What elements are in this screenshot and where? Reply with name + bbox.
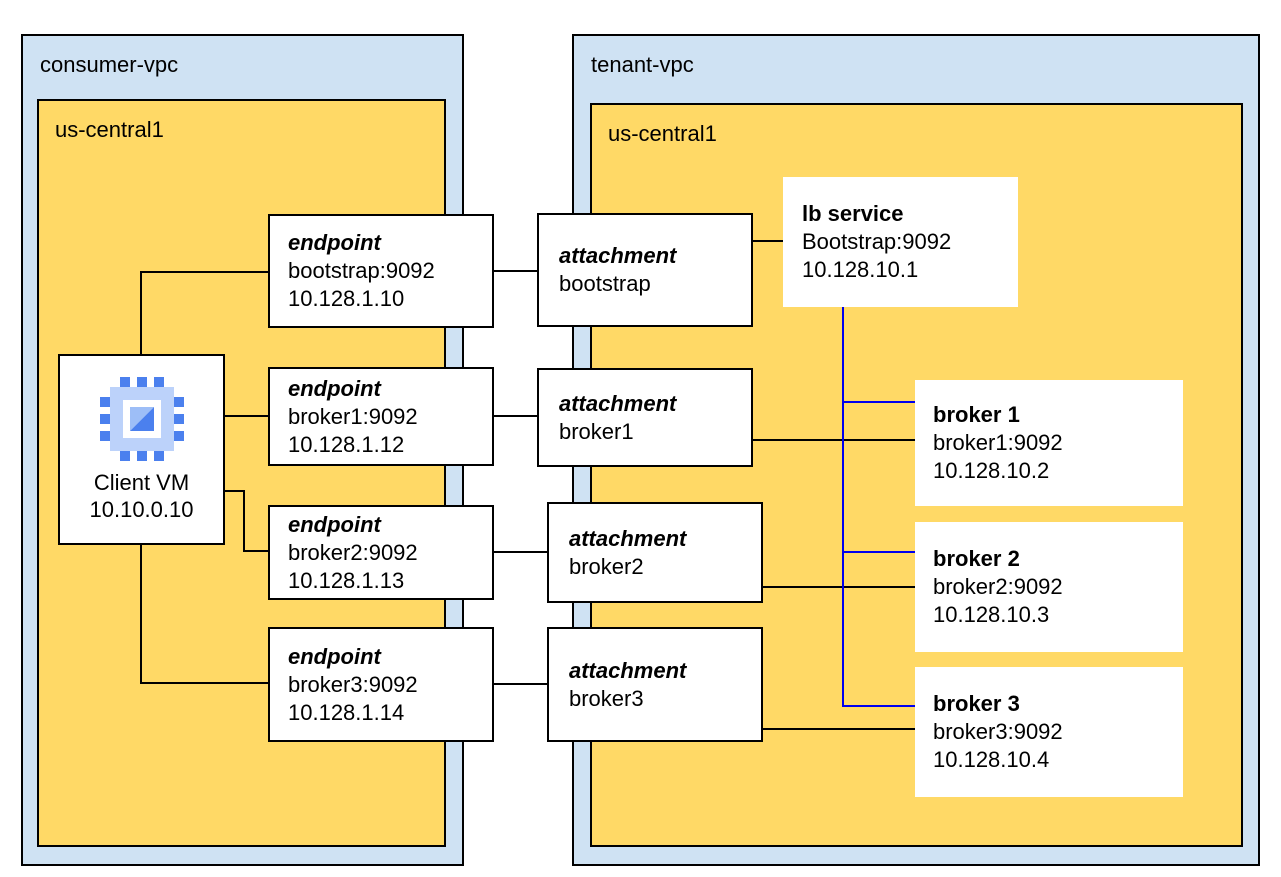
attachment-broker1-box: attachment broker1 <box>537 368 753 467</box>
connector-endpoint-attachment-bootstrap <box>494 270 537 272</box>
connector-endpoint-attachment-broker1 <box>494 415 537 417</box>
endpoint-broker1-host: broker1:9092 <box>288 403 418 429</box>
endpoint-broker1-box: endpoint broker1:9092 10.128.1.12 <box>268 367 494 466</box>
broker2-ip: 10.128.10.3 <box>933 602 1050 627</box>
attachment-bootstrap-name: bootstrap <box>559 271 651 296</box>
connector-attachment-lb-service <box>753 240 783 242</box>
broker1-host: broker1:9092 <box>933 430 1063 455</box>
attachment-broker2-name: broker2 <box>569 553 644 579</box>
broker3-box: broker 3 broker3:9092 10.128.10.4 <box>915 667 1183 797</box>
endpoint-bootstrap-host: bootstrap:9092 <box>288 258 435 283</box>
connector-endpoint-attachment-broker2 <box>494 551 547 553</box>
connector-attachment-broker2 <box>763 586 915 588</box>
attachment-bootstrap-title: attachment <box>559 243 677 268</box>
lb-connector-broker1 <box>842 401 915 403</box>
attachment-broker1-name: broker1 <box>559 418 634 444</box>
compute-engine-icon <box>99 376 184 461</box>
connector-vm-endpoint-bootstrap-vertical <box>140 272 142 356</box>
endpoint-broker3-ip: 10.128.1.14 <box>288 699 405 725</box>
broker1-box: broker 1 broker1:9092 10.128.10.2 <box>915 380 1183 506</box>
connector-vm-endpoint-bootstrap-horizontal <box>140 271 268 273</box>
endpoint-broker1-title: endpoint <box>288 375 381 401</box>
endpoint-broker2-host: broker2:9092 <box>288 539 418 565</box>
broker3-ip: 10.128.10.4 <box>933 747 1050 772</box>
broker1-ip: 10.128.10.2 <box>933 458 1050 483</box>
client-vm-node: Client VM 10.10.0.10 <box>58 354 225 545</box>
connector-vm-endpoint-broker2-seg1 <box>225 490 245 492</box>
endpoint-broker3-host: broker3:9092 <box>288 671 418 697</box>
connector-attachment-broker1 <box>753 439 915 441</box>
lb-service-title: lb service <box>802 201 904 226</box>
lb-connector-vertical <box>842 307 844 707</box>
connector-vm-endpoint-broker3-vertical <box>140 545 142 684</box>
endpoint-bootstrap-ip: 10.128.1.10 <box>288 286 405 311</box>
attachment-bootstrap-box: attachment bootstrap <box>537 213 753 327</box>
lb-service-host: Bootstrap:9092 <box>802 229 952 254</box>
connector-endpoint-attachment-broker3 <box>494 683 547 685</box>
connector-vm-endpoint-broker2-seg2 <box>243 490 245 552</box>
client-vm-name: Client VM <box>93 469 190 495</box>
broker3-title: broker 3 <box>933 691 1020 716</box>
lb-connector-broker3 <box>842 705 915 707</box>
broker3-host: broker3:9092 <box>933 719 1063 744</box>
broker1-title: broker 1 <box>933 402 1020 427</box>
endpoint-broker3-title: endpoint <box>288 643 381 669</box>
attachment-broker3-name: broker3 <box>569 685 644 711</box>
endpoint-bootstrap-title: endpoint <box>288 230 381 255</box>
attachment-broker1-title: attachment <box>559 390 677 416</box>
lb-service-ip: 10.128.10.1 <box>802 257 919 282</box>
endpoint-broker2-ip: 10.128.1.13 <box>288 567 405 593</box>
connector-vm-endpoint-broker3-horizontal <box>140 682 268 684</box>
consumer-vpc-label: consumer-vpc <box>40 52 179 77</box>
broker2-host: broker2:9092 <box>933 574 1063 599</box>
tenant-region-label: us-central1 <box>608 121 717 146</box>
connector-vm-endpoint-broker1 <box>225 415 268 417</box>
endpoint-broker3-box: endpoint broker3:9092 10.128.1.14 <box>268 627 494 742</box>
endpoint-broker2-title: endpoint <box>288 511 381 537</box>
lb-connector-broker2 <box>842 551 915 553</box>
endpoint-bootstrap-box: endpoint bootstrap:9092 10.128.1.10 <box>268 214 494 328</box>
attachment-broker3-box: attachment broker3 <box>547 627 763 742</box>
endpoint-broker2-box: endpoint broker2:9092 10.128.1.13 <box>268 505 494 600</box>
tenant-vpc-label: tenant-vpc <box>591 52 694 77</box>
attachment-broker3-title: attachment <box>569 657 687 683</box>
attachment-broker2-box: attachment broker2 <box>547 502 763 603</box>
endpoint-broker1-ip: 10.128.1.12 <box>288 431 405 457</box>
attachment-broker2-title: attachment <box>569 525 687 551</box>
consumer-region-label: us-central1 <box>55 117 164 142</box>
client-vm-ip: 10.10.0.10 <box>89 496 194 522</box>
broker2-box: broker 2 broker2:9092 10.128.10.3 <box>915 522 1183 652</box>
broker2-title: broker 2 <box>933 546 1020 571</box>
connector-vm-endpoint-broker2-seg3 <box>243 550 268 552</box>
connector-attachment-broker3 <box>763 728 915 730</box>
lb-service-box: lb service Bootstrap:9092 10.128.10.1 <box>783 177 1018 307</box>
